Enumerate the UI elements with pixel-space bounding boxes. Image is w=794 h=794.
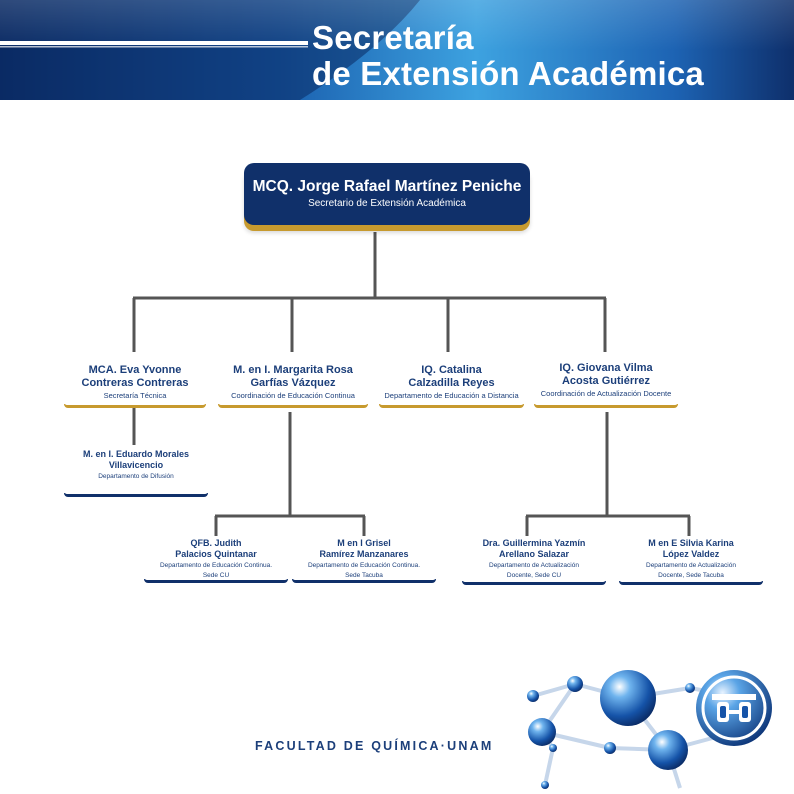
node-name-line2: Arellano Salazar: [498, 549, 570, 559]
node-name-line1: M en I Grisel: [337, 538, 391, 548]
node-giovana-acosta: IQ. Giovana Vilma Acosta Gutiérrez Coord…: [534, 362, 678, 408]
node-role-line1: Departamento de Actualización: [646, 562, 736, 569]
node-judith-palacios: QFB. Judith Palacios Quintanar Departame…: [144, 538, 288, 583]
node-name-line2: Acosta Gutiérrez: [561, 375, 651, 387]
molecule-atom: [527, 690, 539, 702]
node-name-line2: Contreras Contreras: [81, 377, 189, 389]
node-role-line1: Departamento de Difusión: [98, 473, 174, 480]
molecule-atom: [600, 670, 656, 726]
node-name-line1: M. en I. Eduardo Morales: [82, 449, 190, 459]
node-underline: [534, 404, 678, 408]
node-name-line1: MCA. Eva Yvonne: [88, 364, 182, 376]
node-name-line1: IQ. Giovana Vilma: [559, 362, 653, 374]
node-role-line1: Departamento de Educación Continua.: [159, 562, 273, 569]
node-role: Departamento de Educación a Distancia: [384, 391, 519, 400]
node-name-line1: Dra. Guillermina Yazmín: [482, 538, 586, 548]
node-silvia-lopez: M en E Silvia Karina López Valdez Depart…: [619, 538, 763, 585]
node-role-line2: Docente, Sede CU: [506, 572, 562, 579]
molecule-atom: [604, 742, 616, 754]
node-underline: [379, 404, 524, 408]
molecule-atom: [648, 730, 688, 770]
molecule-decoration: [527, 670, 772, 789]
header-banner: Secretaría de Extensión Académica: [0, 0, 794, 100]
node-eduardo-morales: M. en I. Eduardo Morales Villavicencio D…: [64, 449, 208, 497]
faculty-logo-icon: [696, 670, 772, 746]
node-name-line2: López Valdez: [662, 549, 720, 559]
node-name-line1: IQ. Catalina: [421, 364, 482, 376]
footer-institution: FACULTAD DE QUÍMICA·UNAM: [255, 739, 494, 753]
node-name-line2: Ramírez Manzanares: [319, 549, 409, 559]
node-role: Secretaría Técnica: [103, 391, 167, 400]
director-box: MCQ. Jorge Rafael Martínez Peniche Secre…: [244, 163, 530, 225]
node-underline: [292, 579, 436, 583]
molecule-atom: [567, 676, 583, 692]
node-role: Coordinación de Educación Continua: [231, 391, 355, 400]
molecule-atom: [528, 718, 556, 746]
node-underline: [619, 581, 763, 585]
node-underline: [218, 404, 368, 408]
molecule-atom: [685, 683, 695, 693]
node-margarita-garfias: M. en I. Margarita Rosa Garfías Vázquez …: [218, 364, 368, 408]
header-background: [0, 0, 794, 100]
molecule-atom: [549, 744, 557, 752]
node-eva-contreras: MCA. Eva Yvonne Contreras Contreras Secr…: [64, 364, 206, 408]
node-role-line1: Departamento de Actualización: [489, 562, 579, 569]
node-catalina-calzadilla: IQ. Catalina Calzadilla Reyes Departamen…: [379, 364, 524, 408]
node-underline: [144, 579, 288, 583]
node-role: Coordinación de Actualización Docente: [540, 389, 672, 398]
node-underline: [64, 404, 206, 408]
node-underline: [64, 493, 208, 497]
node-grisel-ramirez: M en I Grisel Ramírez Manzanares Departa…: [292, 538, 436, 583]
node-role-line2: Sede Tacuba: [345, 572, 383, 579]
node-name-line2: Palacios Quintanar: [175, 549, 257, 559]
node-guillermina-arellano: Dra. Guillermina Yazmín Arellano Salazar…: [462, 538, 606, 585]
node-name-line1: M en E Silvia Karina: [648, 538, 734, 548]
node-name-line1: M. en I. Margarita Rosa: [233, 364, 353, 376]
node-role-line2: Sede CU: [202, 572, 230, 579]
director-name: MCQ. Jorge Rafael Martínez Peniche: [252, 178, 522, 195]
director-role: Secretario de Extensión Académica: [308, 198, 466, 209]
node-role-line1: Departamento de Educación Continua.: [307, 562, 421, 569]
node-name-line2: Garfías Vázquez: [250, 377, 336, 389]
node-name-line2: Villavicencio: [108, 460, 164, 470]
node-name-line2: Calzadilla Reyes: [408, 377, 495, 389]
page-title-line2: de Extensión Académica: [312, 55, 704, 92]
page-title-line1: Secretaría: [312, 19, 474, 56]
node-role-line2: Docente, Sede Tacuba: [658, 572, 724, 579]
molecule-atom: [541, 781, 549, 789]
node-name-line1: QFB. Judith: [190, 538, 242, 548]
node-underline: [462, 581, 606, 585]
